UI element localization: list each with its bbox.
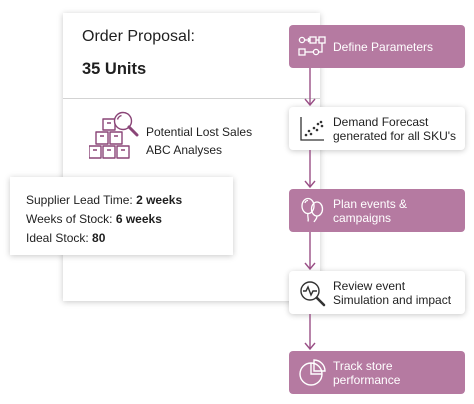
step-demand-forecast: Demand Forecast generated for all SKU's xyxy=(289,107,465,150)
balloons-icon xyxy=(301,197,324,223)
supplier-info-card: Supplier Lead Time: 2 weeks Weeks of Sto… xyxy=(10,177,233,255)
order-proposal-title: Order Proposal: xyxy=(82,28,195,45)
step-label-line2: generated for all SKU's xyxy=(333,128,457,143)
step-label-line1: Review event xyxy=(333,278,406,293)
step-label-line1: Define Parameters xyxy=(333,39,434,54)
magnifier-pulse-icon xyxy=(300,281,326,307)
order-proposal-card: Order Proposal: 35 Units Potential Lost … xyxy=(63,13,320,301)
step-label: Define Parameters xyxy=(333,25,433,68)
step-label: Track store performance xyxy=(333,351,400,394)
lead-time-label: Supplier Lead Time: xyxy=(26,193,133,207)
lost-sales-text: Potential Lost Sales ABC Analyses xyxy=(146,123,252,159)
step-track-performance: Track store performance xyxy=(289,351,465,394)
weeks-stock-value: 6 weeks xyxy=(115,212,162,226)
step-label: Review event Simulation and impact xyxy=(333,271,451,314)
step-label-line2: performance xyxy=(333,372,401,387)
ideal-stock-row: Ideal Stock: 80 xyxy=(26,231,105,245)
arrow-down-icon xyxy=(304,68,316,107)
step-plan-events: Plan events & campaigns xyxy=(289,189,465,232)
boxes-magnifier-icon xyxy=(89,111,139,159)
step-define-parameters: Define Parameters xyxy=(289,25,465,68)
ideal-stock-value: 80 xyxy=(92,231,106,245)
step-label: Plan events & campaigns xyxy=(333,189,465,232)
step-review-event: Review event Simulation and impact xyxy=(289,271,465,314)
weeks-stock-row: Weeks of Stock: 6 weeks xyxy=(26,212,162,226)
scatter-chart-icon xyxy=(300,117,324,141)
abc-analyses-line: ABC Analyses xyxy=(146,143,223,157)
arrow-down-icon xyxy=(304,150,316,189)
arrow-down-icon xyxy=(304,314,316,351)
step-label-line1: Demand Forecast xyxy=(333,114,429,129)
step-label-line2: Simulation and impact xyxy=(333,292,452,307)
weeks-stock-label: Weeks of Stock: xyxy=(26,212,113,226)
divider xyxy=(63,98,320,99)
step-label-line1: Plan events & campaigns xyxy=(333,196,408,225)
lost-sales-line: Potential Lost Sales xyxy=(146,125,253,139)
arrow-down-icon xyxy=(304,232,316,271)
lead-time-row: Supplier Lead Time: 2 weeks xyxy=(26,193,182,207)
flow-parameters-icon xyxy=(298,36,326,56)
step-label-line1: Track store xyxy=(333,358,393,373)
lead-time-value: 2 weeks xyxy=(136,193,183,207)
step-label: Demand Forecast generated for all SKU's xyxy=(333,107,456,150)
order-proposal-units: 35 Units xyxy=(82,60,147,78)
ideal-stock-label: Ideal Stock: xyxy=(26,231,89,245)
pie-chart-icon xyxy=(299,359,326,386)
